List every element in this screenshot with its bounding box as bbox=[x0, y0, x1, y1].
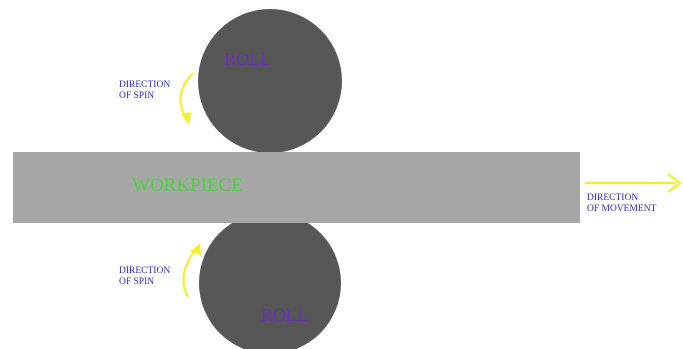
top-spin-label: DIRECTION OF SPIN bbox=[119, 80, 170, 102]
bottom-spin-arrowhead bbox=[190, 243, 201, 255]
bottom-spin-label-line1: DIRECTION bbox=[119, 266, 171, 276]
bottom-roll bbox=[199, 212, 341, 349]
workpiece-label: WORKPIECE bbox=[132, 175, 243, 196]
workpiece bbox=[13, 152, 580, 223]
top-spin-arrowhead bbox=[181, 112, 191, 125]
bottom-roll-label: ROLL bbox=[261, 305, 308, 325]
top-spin-label-line1: DIRECTION bbox=[119, 80, 171, 90]
bottom-spin-label-line2: OF SPIN bbox=[119, 277, 155, 287]
movement-label: DIRECTION OF MOVEMENT bbox=[587, 193, 656, 215]
top-spin-label-line2: OF SPIN bbox=[119, 91, 155, 101]
bottom-spin-label: DIRECTION OF SPIN bbox=[119, 266, 170, 288]
top-roll-label: ROLL bbox=[224, 49, 271, 69]
top-spin-arrow bbox=[179, 72, 194, 119]
movement-arrowhead bbox=[667, 173, 682, 193]
bottom-spin-arrow bbox=[182, 248, 197, 298]
top-roll bbox=[198, 9, 342, 153]
movement-label-line1: DIRECTION bbox=[587, 193, 639, 203]
movement-label-line2: OF MOVEMENT bbox=[587, 204, 657, 214]
